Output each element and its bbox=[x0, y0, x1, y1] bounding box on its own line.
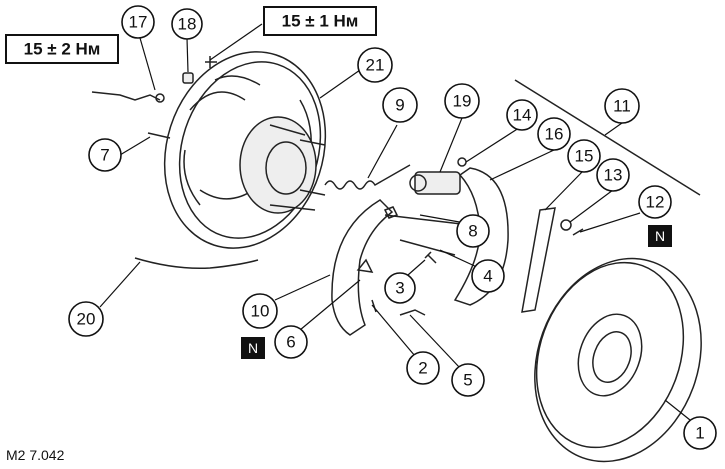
parking-lever bbox=[521, 207, 556, 313]
svg-text:21: 21 bbox=[366, 56, 385, 75]
callout-8: 8 bbox=[456, 214, 490, 248]
svg-text:9: 9 bbox=[395, 96, 404, 115]
svg-text:18: 18 bbox=[178, 15, 197, 34]
svg-text:7: 7 bbox=[100, 146, 109, 165]
bolt-7 bbox=[147, 132, 171, 139]
brake-line bbox=[91, 91, 161, 101]
secondary-shoe bbox=[453, 167, 509, 306]
callout-4: 4 bbox=[471, 259, 505, 293]
callout-20: 20 bbox=[68, 301, 104, 337]
wheel-cylinder bbox=[409, 171, 461, 195]
svg-text:N: N bbox=[655, 228, 665, 244]
adjuster bbox=[384, 214, 471, 226]
svg-text:19: 19 bbox=[453, 92, 472, 111]
clip-13 bbox=[560, 219, 572, 231]
callout-9: 9 bbox=[382, 87, 418, 123]
svg-text:15 ± 1 Нм: 15 ± 1 Нм bbox=[282, 12, 359, 31]
callout-11: 11 bbox=[604, 88, 640, 124]
spring-3 bbox=[424, 251, 437, 264]
callout-17: 17 bbox=[121, 5, 155, 39]
callout-13: 13 bbox=[596, 158, 630, 192]
callout-14: 14 bbox=[506, 99, 538, 131]
callout-3: 3 bbox=[384, 272, 416, 304]
pin-2 bbox=[371, 299, 377, 313]
svg-text:17: 17 bbox=[129, 13, 148, 32]
callout-1: 1 bbox=[683, 416, 717, 450]
svg-text:14: 14 bbox=[513, 106, 532, 125]
torque-label-top: 15 ± 1 Нм bbox=[263, 6, 377, 36]
svg-text:16: 16 bbox=[545, 125, 564, 144]
svg-text:20: 20 bbox=[77, 310, 96, 329]
screw-top bbox=[205, 56, 217, 68]
clip-6 bbox=[356, 258, 374, 273]
group-bracket bbox=[514, 79, 701, 196]
primary-shoe bbox=[331, 199, 394, 336]
svg-text:4: 4 bbox=[483, 267, 492, 286]
return-spring bbox=[324, 164, 411, 190]
callout-5: 5 bbox=[451, 363, 485, 397]
pin-14 bbox=[457, 157, 467, 167]
svg-text:11: 11 bbox=[613, 97, 631, 116]
spring-5 bbox=[399, 309, 426, 316]
figure-code: M2 7.042 bbox=[6, 447, 65, 463]
brake-drum bbox=[534, 257, 702, 463]
parking-cable bbox=[134, 257, 259, 270]
callout-21: 21 bbox=[357, 47, 393, 83]
callout-16: 16 bbox=[537, 117, 571, 151]
n-badge-left: N bbox=[241, 337, 265, 359]
svg-text:3: 3 bbox=[395, 279, 404, 298]
torque-label-left: 15 ± 2 Нм bbox=[5, 34, 119, 64]
svg-text:5: 5 bbox=[463, 371, 472, 390]
svg-text:6: 6 bbox=[286, 333, 295, 352]
leader-lines bbox=[99, 23, 691, 421]
bleeder-cap bbox=[182, 72, 194, 84]
callout-10: 10 bbox=[242, 293, 278, 329]
wheel-hub bbox=[239, 116, 326, 214]
callout-15: 15 bbox=[567, 139, 601, 173]
callout-2: 2 bbox=[406, 351, 440, 385]
svg-text:13: 13 bbox=[604, 166, 623, 185]
svg-text:15 ± 2 Нм: 15 ± 2 Нм bbox=[24, 40, 101, 59]
callout-18: 18 bbox=[171, 8, 203, 40]
svg-text:10: 10 bbox=[251, 302, 270, 321]
callout-6: 6 bbox=[274, 325, 308, 359]
svg-text:2: 2 bbox=[418, 359, 427, 378]
callout-12: 12 bbox=[638, 185, 672, 219]
callout-19: 19 bbox=[444, 83, 480, 119]
svg-text:N: N bbox=[248, 340, 258, 356]
svg-text:12: 12 bbox=[646, 193, 665, 212]
svg-text:8: 8 bbox=[468, 222, 477, 241]
svg-text:1: 1 bbox=[695, 424, 704, 443]
washer-12 bbox=[572, 228, 584, 236]
n-badge-right: N bbox=[648, 225, 672, 247]
bleeder-nipple bbox=[155, 93, 165, 103]
svg-text:15: 15 bbox=[575, 147, 594, 166]
callout-7: 7 bbox=[88, 138, 122, 172]
